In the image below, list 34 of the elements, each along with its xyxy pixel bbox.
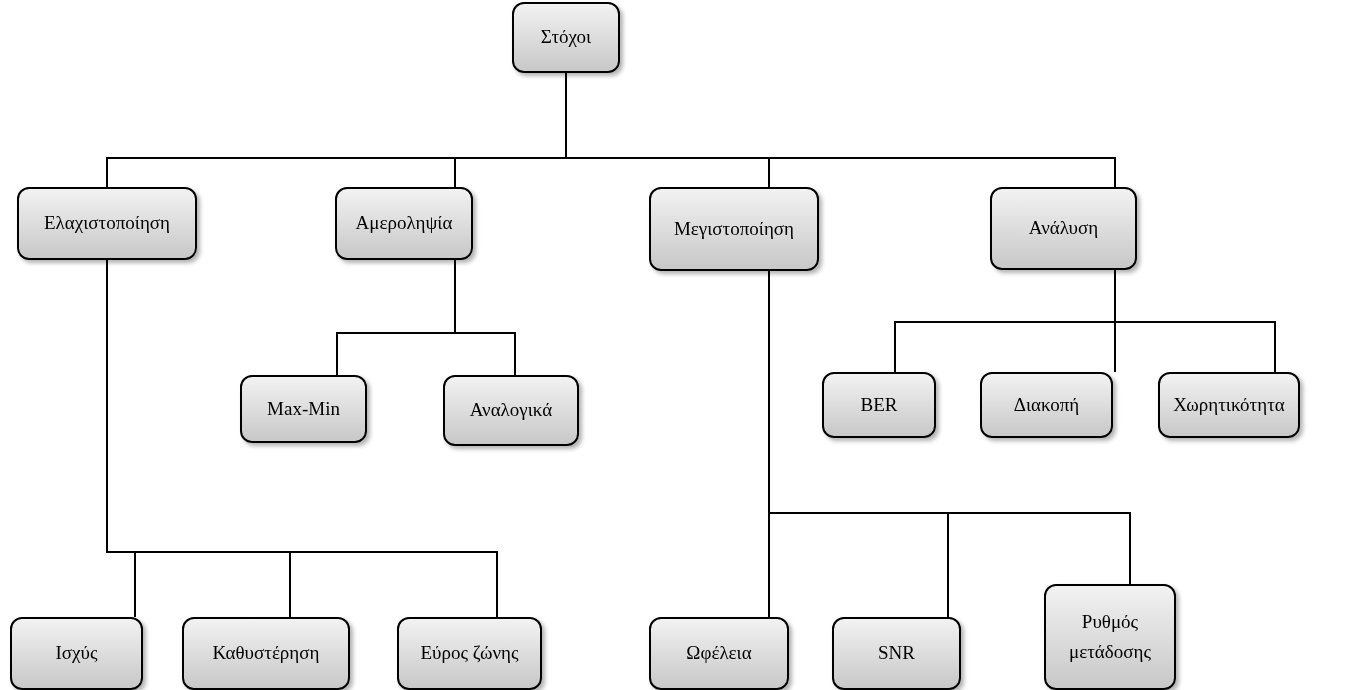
process-box	[512, 2, 620, 73]
node-label: Ανάλυση	[1028, 216, 1099, 241]
node-label: Ωφέλεια	[686, 641, 752, 666]
node-label: Εύρος ζώνης	[420, 641, 519, 666]
process-box	[822, 372, 936, 438]
connector	[1114, 269, 1276, 373]
node-label: Στόχοι	[540, 25, 592, 50]
process-box	[182, 617, 350, 690]
process-box	[649, 617, 789, 690]
node-label: Αναλογικά	[469, 398, 553, 423]
process-box	[443, 375, 579, 446]
process-box	[10, 617, 143, 690]
process-box	[832, 617, 961, 690]
node-label: SNR	[878, 641, 915, 666]
node-label: Ρυθμός μετάδοσης	[1068, 609, 1152, 664]
node-label: Μεγιστοποίηση	[673, 216, 795, 241]
node-label: Διακοπή	[1013, 392, 1080, 417]
node-label: Ελαχιστοποίηση	[44, 211, 170, 236]
process-box	[990, 187, 1137, 270]
node-label: Αμεροληψία	[355, 211, 453, 236]
process-box	[1044, 584, 1176, 690]
process-box	[335, 187, 473, 260]
process-box	[17, 187, 197, 260]
connector	[454, 259, 516, 376]
node-label: Max-Min	[267, 396, 340, 421]
node-label: Χωρητικότητα	[1173, 392, 1285, 417]
node-label: Καθυστέρηση	[212, 641, 320, 666]
process-box	[397, 617, 542, 690]
node-label: Ισχύς	[55, 641, 98, 666]
process-box	[240, 375, 367, 443]
process-box	[649, 187, 819, 271]
process-box	[980, 372, 1113, 438]
process-box	[1158, 372, 1300, 438]
node-label: BER	[860, 392, 898, 417]
